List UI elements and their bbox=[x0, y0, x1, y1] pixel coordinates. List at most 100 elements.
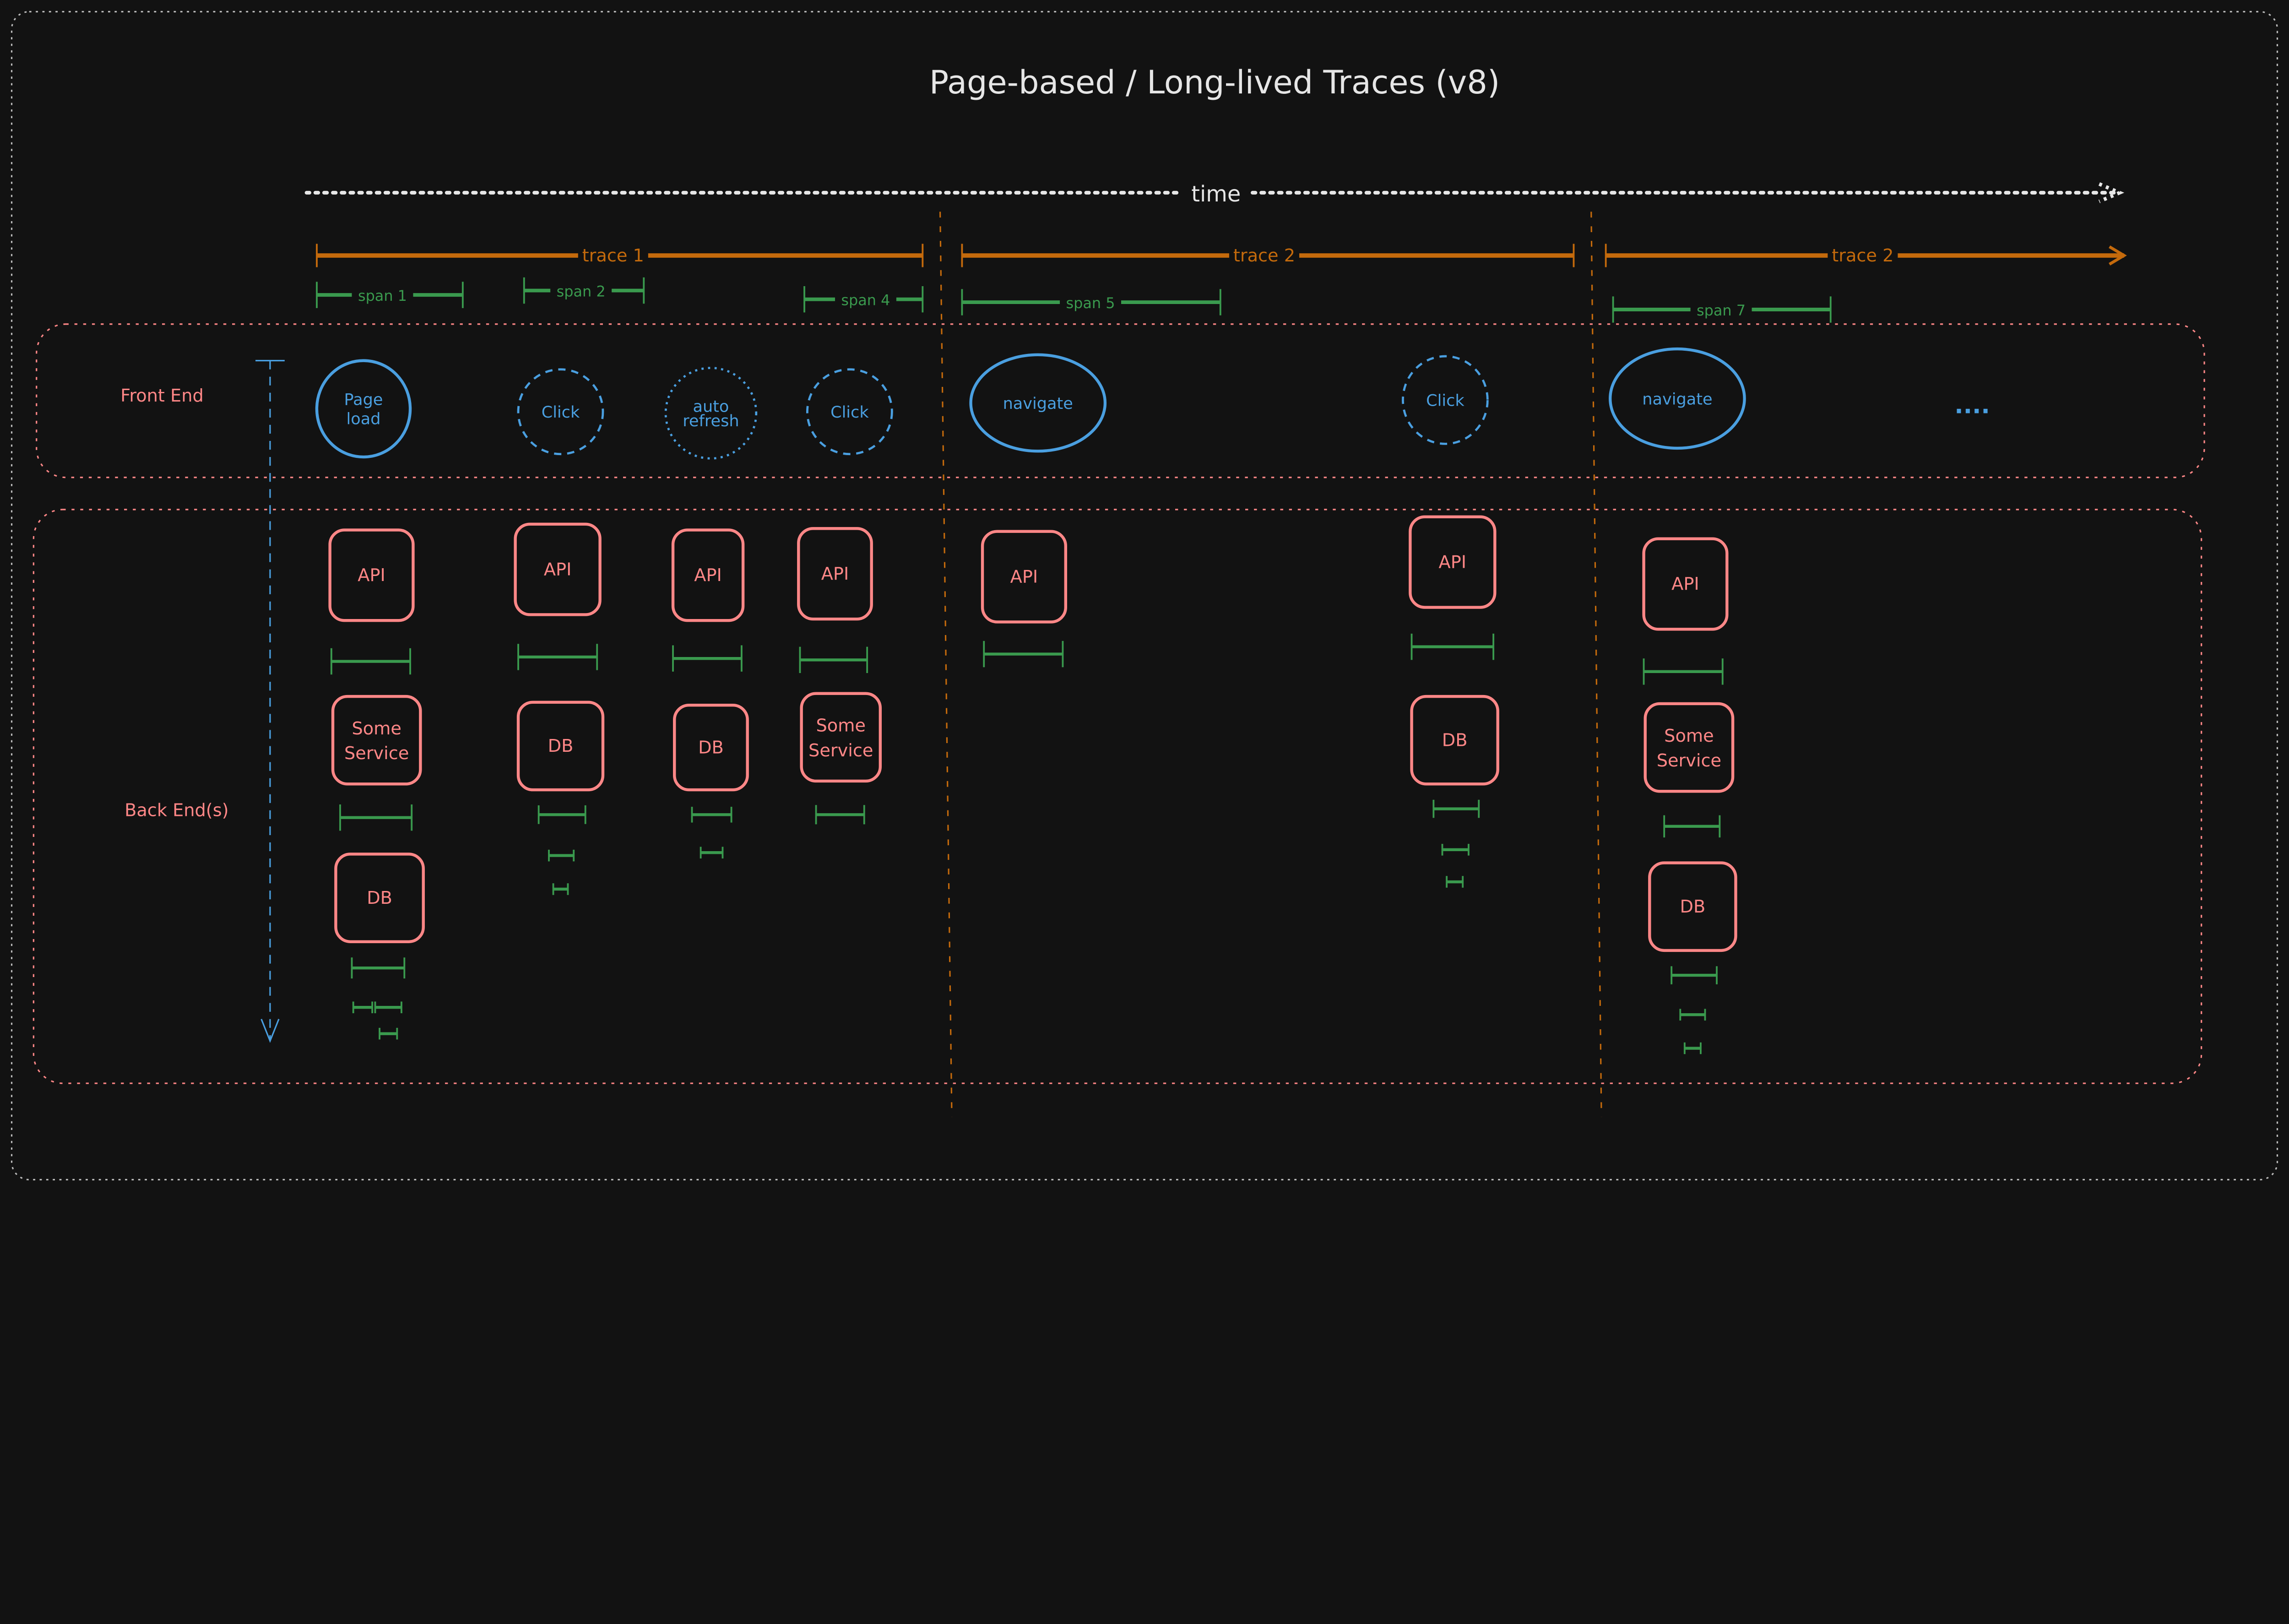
label-backdrop bbox=[1690, 299, 1752, 320]
service-api: API bbox=[671, 528, 745, 622]
service-box bbox=[1410, 695, 1499, 786]
event-node bbox=[1609, 347, 1746, 450]
trace-separator bbox=[939, 212, 953, 1117]
front-end-event-click: Click bbox=[1402, 355, 1489, 445]
event-label: Click bbox=[830, 403, 869, 422]
label-backdrop bbox=[1060, 292, 1121, 313]
span-bracket bbox=[339, 804, 413, 831]
span-bracket bbox=[537, 805, 586, 824]
span-bracket bbox=[1643, 658, 1724, 685]
service-label: API bbox=[694, 565, 722, 586]
front-end-event-navigate: navigate bbox=[1609, 347, 1746, 450]
span-bracket bbox=[1683, 1042, 1702, 1054]
span-bracket bbox=[1446, 876, 1464, 888]
span-bracket bbox=[517, 644, 598, 670]
service-box bbox=[1642, 537, 1729, 631]
event-label: navigate bbox=[1642, 390, 1712, 408]
front-end-event-click: Click bbox=[806, 368, 893, 456]
span-bracket bbox=[799, 646, 868, 673]
event-node bbox=[315, 359, 412, 459]
trace-bracket-label: trace 2 bbox=[1832, 245, 1893, 266]
service-label: Service bbox=[1657, 750, 1721, 771]
ellipsis-more: .... bbox=[1954, 392, 1990, 419]
span-bracket: span 7 bbox=[1612, 296, 1832, 323]
service-label: DB bbox=[1680, 896, 1706, 917]
event-label: Page bbox=[344, 391, 383, 409]
span-bracket bbox=[1441, 844, 1470, 856]
service-db: DB bbox=[334, 853, 425, 943]
span-bracket bbox=[1410, 633, 1495, 660]
service-label: Some bbox=[816, 716, 865, 736]
back-end-lane bbox=[33, 509, 2202, 1084]
back-end-label: Back End(s) bbox=[125, 800, 228, 821]
label-backdrop bbox=[835, 289, 896, 310]
event-node bbox=[517, 368, 604, 456]
label-backdrop bbox=[1828, 245, 1898, 266]
event-node bbox=[969, 353, 1107, 453]
service-box bbox=[331, 695, 422, 786]
diagram-canvas: Page-based / Long-lived Traces (v8) time… bbox=[11, 11, 2278, 1181]
span-bracket-label: span 7 bbox=[1697, 302, 1746, 319]
front-end-event-click: Click bbox=[517, 368, 604, 456]
service-label: DB bbox=[698, 737, 724, 758]
span-bracket bbox=[374, 1001, 402, 1014]
span-bracket bbox=[672, 645, 743, 672]
service-label: API bbox=[544, 559, 572, 580]
service-label: API bbox=[358, 565, 385, 586]
service-box bbox=[981, 530, 1067, 624]
span-bracket: span 1 bbox=[316, 282, 464, 308]
trace-bracket: trace 2 bbox=[1605, 244, 2127, 267]
service-api: API bbox=[514, 522, 602, 616]
front-end-event-navigate: navigate bbox=[969, 353, 1107, 453]
service-label: Service bbox=[344, 743, 409, 764]
service-box bbox=[671, 528, 745, 622]
trace-bracket-label: trace 1 bbox=[582, 245, 644, 266]
service-box bbox=[516, 701, 605, 792]
span-bracket bbox=[379, 1027, 398, 1040]
service-box bbox=[797, 527, 873, 621]
service-api: API bbox=[981, 530, 1067, 624]
event-node bbox=[806, 368, 893, 456]
span-bracket-label: span 5 bbox=[1066, 294, 1115, 312]
service-db: DB bbox=[1648, 861, 1737, 952]
span-bracket: span 2 bbox=[523, 277, 645, 304]
span-bracket bbox=[983, 641, 1064, 668]
span-bracket bbox=[1671, 966, 1718, 984]
back-end-column: API bbox=[981, 530, 1067, 624]
service-api: API bbox=[1642, 537, 1729, 631]
label-backdrop bbox=[1229, 245, 1300, 266]
arrowhead-icon bbox=[2109, 245, 2127, 266]
event-label: auto bbox=[693, 397, 729, 416]
event-label: Click bbox=[1426, 391, 1465, 410]
service-box bbox=[334, 853, 425, 943]
span-bracket bbox=[1432, 799, 1480, 818]
back-end-column: API DB bbox=[671, 528, 749, 792]
service-box bbox=[1409, 515, 1497, 609]
service-label: API bbox=[1439, 552, 1467, 572]
span-bracket bbox=[552, 883, 569, 895]
span-bracket bbox=[330, 648, 411, 675]
event-label: navigate bbox=[1003, 394, 1073, 413]
event-label: refresh bbox=[683, 412, 739, 430]
service-label: Service bbox=[808, 740, 873, 761]
service-label: DB bbox=[548, 736, 574, 756]
service-label: Some bbox=[1664, 726, 1714, 746]
event-label: load bbox=[347, 410, 381, 429]
span-bracket bbox=[700, 847, 724, 858]
event-node bbox=[664, 367, 758, 460]
service-label: API bbox=[821, 564, 849, 584]
service-db: DB bbox=[673, 703, 749, 792]
service-box bbox=[1648, 861, 1737, 952]
span-bracket-label: span 4 bbox=[841, 291, 890, 309]
time-label: time bbox=[1191, 182, 1241, 207]
span-bracket bbox=[691, 807, 732, 823]
service-api: API bbox=[1409, 515, 1497, 609]
span-bracket: span 5 bbox=[961, 289, 1221, 315]
